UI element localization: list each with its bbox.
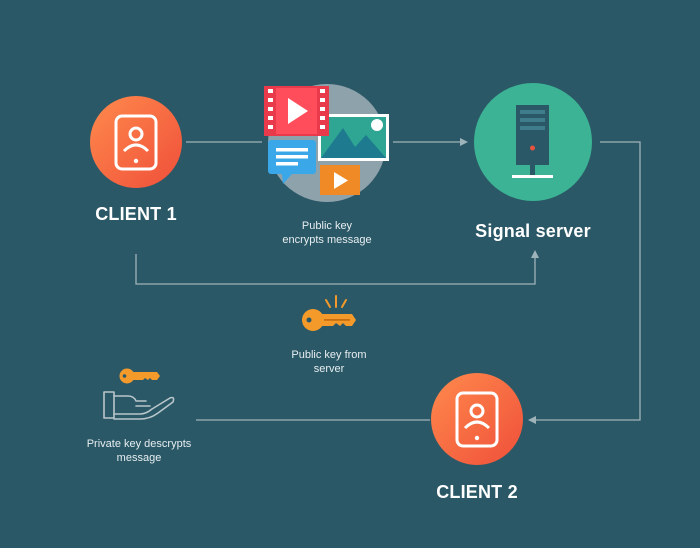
encrypt-caption: Public key encrypts message (257, 219, 397, 247)
client2-node (431, 373, 523, 465)
connector-server-to-client2 (528, 141, 641, 424)
server-label: Signal server (475, 221, 591, 241)
hand-key-icon (103, 368, 175, 420)
phone-user-icon (455, 391, 499, 448)
server-tower-icon (512, 105, 553, 178)
key-icon (119, 368, 160, 384)
client1-node (90, 96, 182, 188)
connector-client1-to-server (135, 250, 539, 285)
public-key-caption-line2: server (313, 363, 345, 375)
encrypt-caption-line2: encrypts message (282, 234, 372, 246)
client2-label: CLIENT 2 (436, 482, 518, 502)
decrypt-caption-line2: message (116, 452, 162, 464)
server-node (474, 83, 592, 201)
connectors (135, 138, 641, 424)
client1-label: CLIENT 1 (95, 204, 177, 224)
media-cluster-icon (264, 84, 389, 202)
public-key-caption-line1: Public key from (291, 349, 367, 361)
key-icon (302, 295, 356, 331)
public-key-caption: Public key from server (266, 348, 392, 376)
decrypt-caption-line1: Private key descrypts (86, 438, 192, 450)
encrypt-caption-line1: Public key (301, 220, 353, 232)
phone-user-icon (114, 114, 158, 171)
decrypt-caption: Private key descrypts message (66, 437, 212, 465)
